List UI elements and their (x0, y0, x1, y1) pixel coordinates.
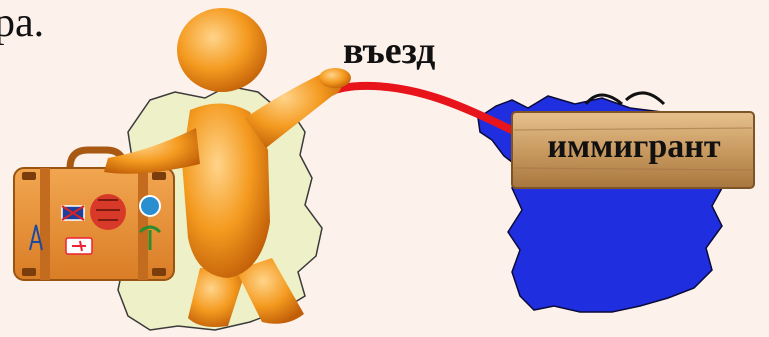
wooden-sign-icon (511, 91, 755, 189)
sign-label: иммигрант (547, 128, 721, 165)
suitcase-icon (13, 146, 175, 281)
entry-label: въезд (343, 30, 436, 72)
person-figure-icon (104, 8, 351, 327)
partial-slide-text: ра. (0, 0, 45, 46)
